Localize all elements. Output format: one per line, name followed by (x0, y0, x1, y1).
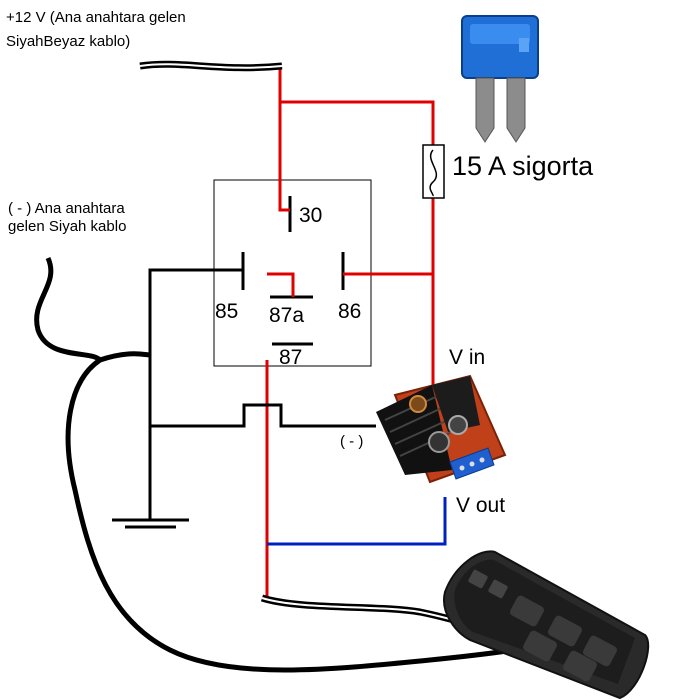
ground-symbol-icon (112, 518, 189, 529)
dc-dc-converter-icon (376, 374, 507, 484)
converter-ground-wire (150, 403, 376, 428)
positive-main-wire (278, 68, 435, 145)
fuse-label: 15 A sigorta (452, 151, 594, 181)
pin-85-label: 85 (215, 300, 238, 323)
plus12-label-line1: +12 V (Ana anahtara gelen (6, 9, 186, 26)
pin87a-stub-wire (267, 272, 295, 297)
minus-label-line1: ( - ) Ana anahtara (8, 200, 125, 217)
fuse-symbol (422, 144, 445, 199)
pin-30-label: 30 (299, 204, 322, 227)
positive-wires (265, 68, 435, 596)
blade-fuse-icon (461, 15, 539, 143)
pin30-feed-wire (278, 102, 290, 212)
minus-cable (34, 256, 541, 673)
window-switch-panel-icon (443, 550, 650, 700)
minus-label-line2: gelen Siyah kablo (8, 218, 126, 235)
pin-87a-label: 87a (269, 304, 304, 327)
plus12-cable (139, 60, 283, 72)
negative-terminal-label: ( - ) (340, 433, 363, 450)
pin-87-label: 87 (279, 346, 302, 369)
plus12-label-line2: SiyahBeyaz kablo) (6, 33, 130, 50)
vout-label: V out (456, 494, 505, 517)
vin-label: V in (449, 346, 485, 369)
pin-86-label: 86 (338, 300, 361, 323)
vout-wire (267, 497, 447, 546)
pin85-ground-wire (148, 268, 243, 520)
ground-wires (148, 268, 376, 520)
